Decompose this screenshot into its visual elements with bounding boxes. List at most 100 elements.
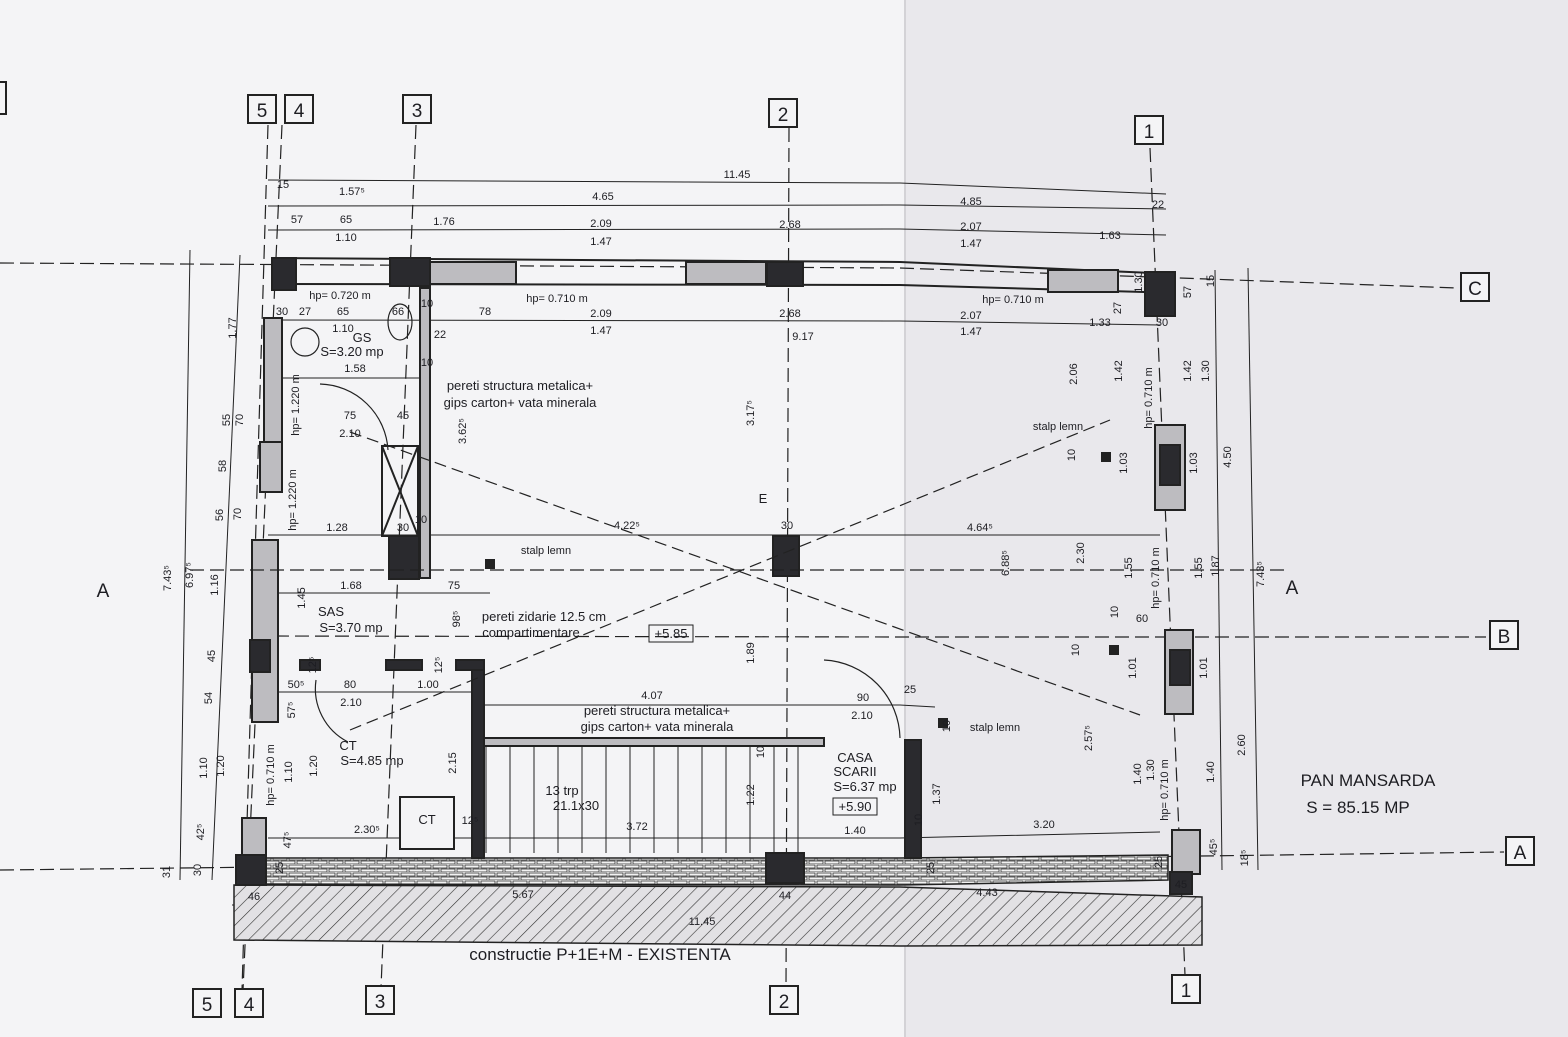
room-scarii-name: SCARII — [833, 764, 876, 779]
dimension-23: 10 — [421, 298, 433, 310]
dimension-56: 2.30⁵ — [354, 824, 380, 836]
dimension-40: 1.28 — [326, 522, 347, 534]
partial-axis-box — [0, 81, 7, 115]
stairs-treads — [485, 746, 799, 853]
dimension-136: 60 — [1136, 613, 1148, 625]
dimension-101: 1.42 — [1182, 360, 1194, 381]
dimension-105: 1.87 — [1210, 555, 1222, 576]
axis-top-4-box — [1134, 115, 1164, 145]
dimension-4: 4.85 — [960, 196, 981, 208]
section-marker-right: A — [1286, 578, 1299, 599]
dimension-28: 1.33 — [1089, 317, 1110, 329]
axis-bottom-1-box — [234, 988, 264, 1018]
dimension-55: 25 — [904, 684, 916, 696]
axis-right-2: A — [1514, 843, 1527, 864]
existing-building-label: constructie P+1E+M - EXISTENTA — [469, 945, 731, 964]
roof-diagonals — [190, 303, 1290, 743]
dimension-30: 1.47 — [590, 325, 611, 337]
dimension-35: 10 — [421, 357, 433, 369]
level-box — [648, 624, 694, 643]
dimension-34: 30 — [1156, 317, 1168, 329]
dimension-44: 30 — [781, 520, 793, 532]
dimension-85: 1.89 — [745, 642, 757, 663]
dimension-24: 78 — [479, 306, 491, 318]
dimension-16: hp= 0.720 m — [309, 290, 370, 302]
note-masonry-l2: compartimentare — [482, 625, 580, 640]
dimension-11: 2.07 — [960, 221, 981, 233]
dimension-66: 12⁵ — [462, 815, 479, 827]
axis-top-2-box — [402, 94, 432, 124]
dimension-81: 70 — [232, 508, 244, 520]
dimension-127: 25 — [1153, 856, 1165, 868]
dimension-43: 4.22⁵ — [614, 520, 640, 532]
dimension-15: 1.63 — [1099, 230, 1120, 242]
dimension-0: 11.45 — [724, 169, 751, 181]
dimension-104: 1.55 — [1193, 557, 1205, 578]
dimension-110: 45⁵ — [1208, 839, 1220, 856]
dimension-138: 1.30 — [1145, 759, 1157, 780]
dimension-13: 1.47 — [590, 236, 611, 248]
dimension-115: hp= 1.220 m — [290, 374, 302, 435]
note-post2: stalp lemn — [1033, 421, 1083, 433]
dimension-27: 2.07 — [960, 310, 981, 322]
dimension-39: 2.10 — [339, 428, 360, 440]
dimension-112: 1.30 — [1133, 271, 1145, 292]
dimension-12: 1.10 — [335, 232, 356, 244]
dimension-14: 1.47 — [960, 238, 981, 250]
dimension-57: 3.72 — [626, 821, 647, 833]
dimension-82: 1.20 — [215, 755, 227, 776]
dimension-78: 31 — [161, 866, 173, 878]
dimension-73: 1.16 — [209, 574, 221, 595]
dimension-95: 1.42 — [1113, 360, 1125, 381]
dimension-1: 15 — [277, 179, 289, 191]
dimension-8: 1.76 — [433, 216, 454, 228]
room-gs-area: S=3.20 mp — [320, 344, 383, 359]
stairs-count: 13 trp — [545, 783, 578, 798]
dimension-45: 4.64⁵ — [967, 522, 993, 534]
dimension-67: 7.43⁵ — [162, 565, 174, 591]
dimension-63: 4.43 — [976, 887, 997, 899]
dimension-3: 4.65 — [592, 191, 613, 203]
dimension-18: hp= 0.710 m — [982, 294, 1043, 306]
axis-bottom-0-box — [192, 988, 222, 1018]
dimension-106: 1.01 — [1198, 657, 1210, 678]
dimension-74: 45 — [206, 650, 218, 662]
axis-top-4: 1 — [1144, 122, 1155, 143]
dimension-89: 2.15 — [447, 752, 459, 773]
dimension-84: 3.17⁵ — [745, 400, 757, 426]
dimension-21: 65 — [337, 306, 349, 318]
dimension-50: 1.00 — [417, 679, 438, 691]
ct-box-label: CT — [418, 812, 435, 827]
dimension-131: 12⁵ — [307, 657, 319, 674]
dimension-90: 1.37 — [931, 783, 943, 804]
dimension-60: 5.67 — [512, 889, 533, 901]
dimension-37: 75 — [344, 410, 356, 422]
dimension-29: 1.10 — [332, 323, 353, 335]
dimension-133: 10 — [1066, 449, 1078, 461]
dimension-94: 2.06 — [1068, 363, 1080, 384]
dimension-109: 7.43⁵ — [1255, 561, 1267, 587]
dimension-53: 90 — [857, 692, 869, 704]
dimension-118: hp= 0.710 m — [1143, 367, 1155, 428]
note-wall1-l2: gips carton+ vata minerala — [444, 395, 598, 410]
dimension-41: 30 — [397, 522, 409, 534]
note-post1: stalp lemn — [521, 545, 571, 557]
dimension-76: 1.10 — [198, 757, 210, 778]
dimension-98: 1.01 — [1127, 657, 1139, 678]
dimension-91: 6.88⁵ — [1000, 550, 1012, 576]
brick-wall — [239, 854, 1169, 886]
dimension-87: 1.45 — [296, 587, 308, 608]
dimension-54: 2.10 — [851, 710, 872, 722]
dimension-83: 3.62⁵ — [457, 418, 469, 444]
axis-top-1-box — [284, 94, 314, 124]
level-590: +5.90 — [839, 799, 872, 814]
dimension-100: 4.50 — [1222, 446, 1234, 467]
axis-right-2-box — [1505, 836, 1535, 866]
dimension-114: 15 — [1205, 275, 1217, 287]
axis-top-0-box — [247, 94, 277, 124]
dimension-125: 25 — [274, 862, 286, 874]
elevator-mark: E — [759, 491, 768, 506]
dimension-6: 57 — [291, 214, 303, 226]
